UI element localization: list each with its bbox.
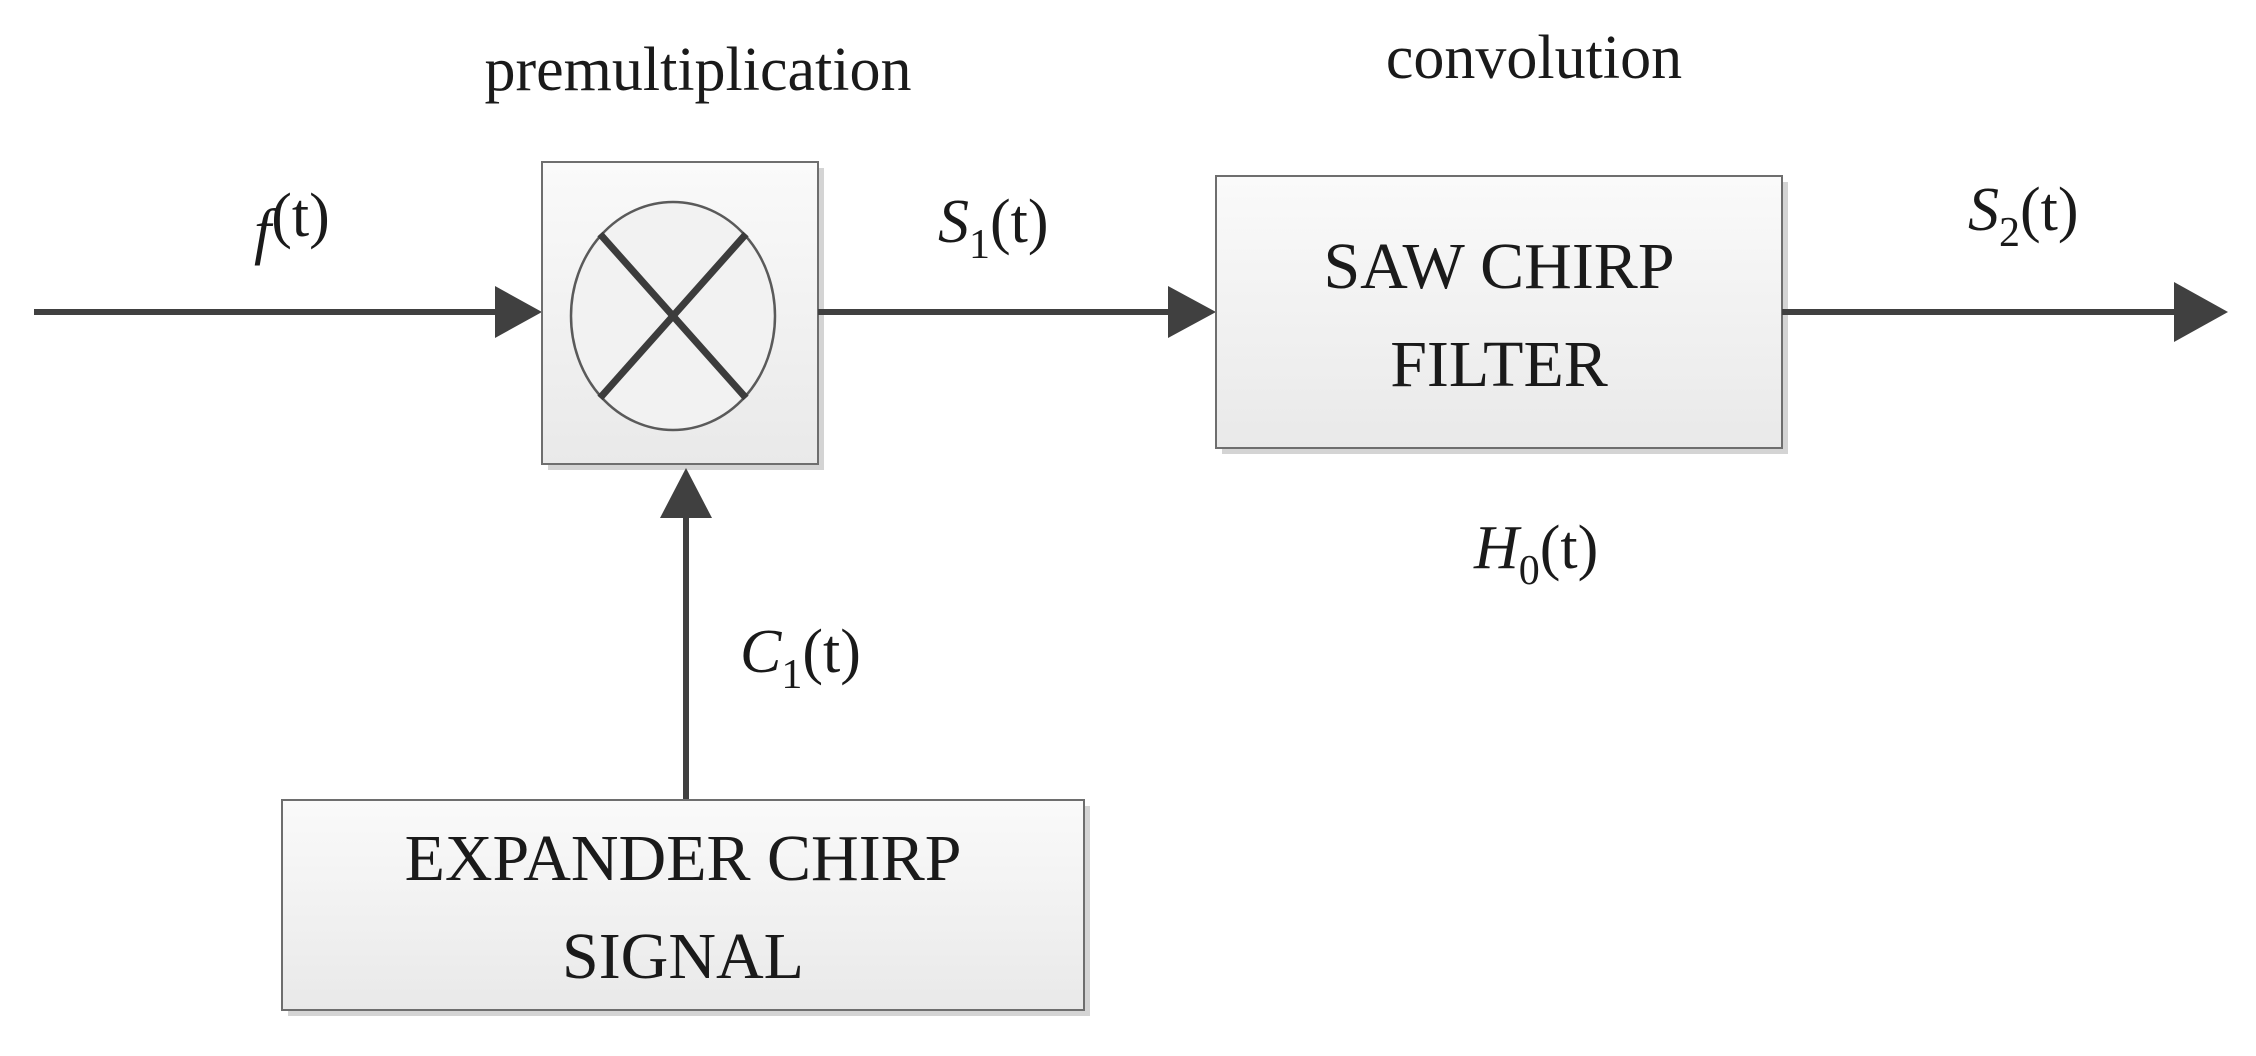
s1-signal-label: S1(t): [938, 188, 1049, 268]
input-arrow: [34, 286, 542, 338]
premultiplication-label: premultiplication: [484, 36, 911, 104]
s2-signal-label: S2(t): [1968, 176, 2079, 256]
expander-line1: EXPANDER CHIRP: [405, 822, 962, 895]
input-signal-label: f(t): [254, 182, 330, 266]
multiply-icon: [569, 200, 777, 432]
saw-filter-line1: SAW CHIRP: [1323, 230, 1674, 303]
c1-signal-label: C1(t): [740, 618, 861, 698]
saw-filter-line2: FILTER: [1390, 328, 1608, 401]
mixer-block: [541, 161, 824, 470]
s1-arrow: [818, 286, 1216, 338]
saw-chirp-filter-block: SAW CHIRP FILTER: [1215, 175, 1788, 454]
output-arrow: [1782, 282, 2228, 342]
expander-chirp-signal-block: EXPANDER CHIRP SIGNAL: [281, 799, 1090, 1016]
expander-line2: SIGNAL: [562, 920, 804, 993]
c1-arrow: [660, 468, 712, 800]
h0-response-label: H0(t): [1473, 514, 1598, 594]
convolution-label: convolution: [1386, 24, 1682, 92]
